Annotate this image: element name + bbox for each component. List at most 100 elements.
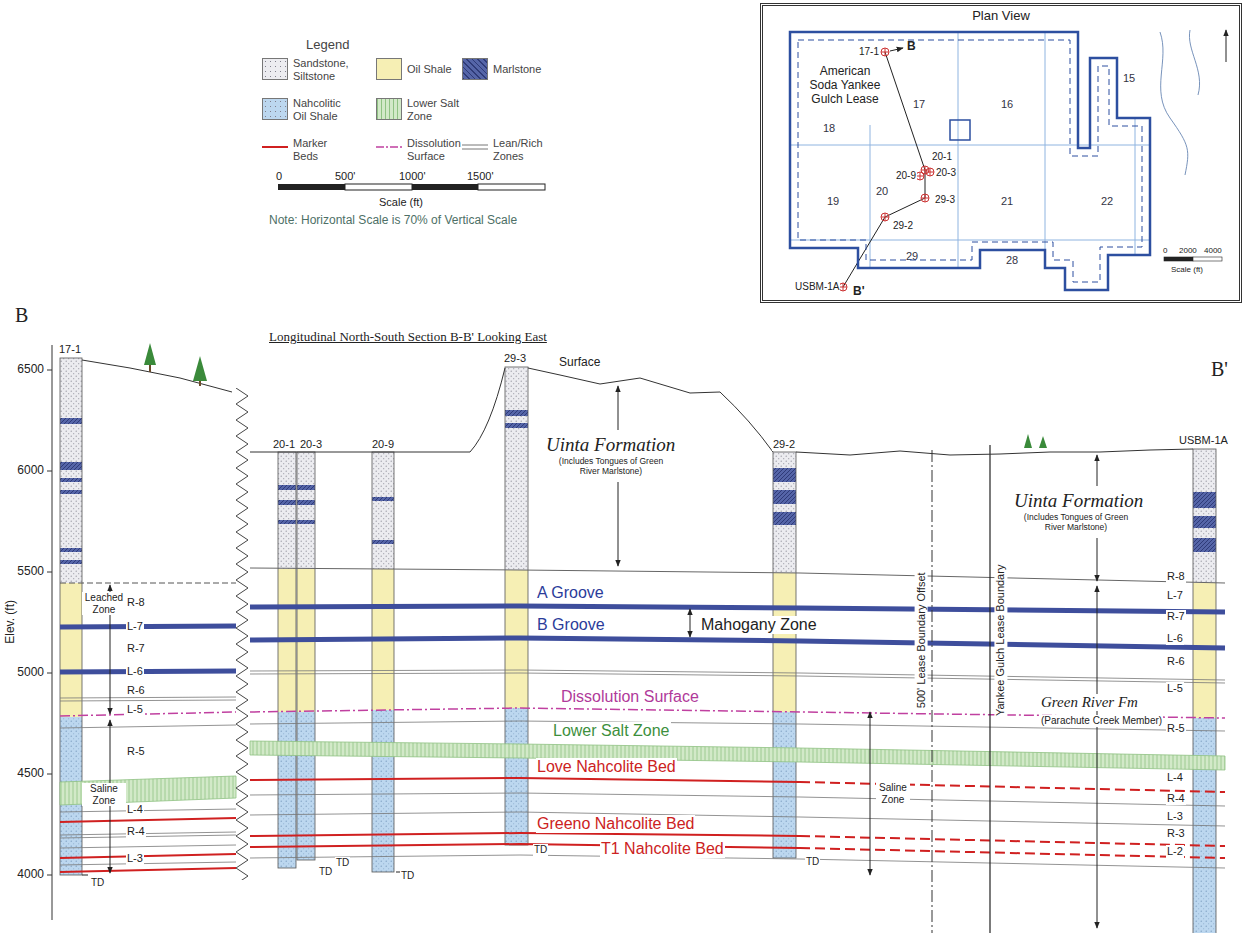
well-columns-part (773, 512, 796, 525)
label-text: Green River Fm (1040, 694, 1139, 711)
label-text: 18 (822, 122, 836, 135)
horizons-right (250, 568, 1225, 868)
plan-map-part-part (870, 125, 871, 268)
label-text: Dissolution Surface (560, 688, 700, 706)
label-text: R-5 (126, 745, 146, 758)
label-text: R-4 (126, 825, 146, 838)
horizons-right-part (250, 741, 1225, 770)
well-columns-part (773, 490, 796, 504)
ground-surface-part (82, 360, 232, 392)
label-text: Elev. (ft) (4, 599, 18, 645)
label-text: TD (805, 856, 820, 868)
lease-name: American Soda Yankee Gulch Lease (803, 65, 887, 106)
panel-heading: Plan View (971, 9, 1031, 24)
horizons-left-part (60, 809, 236, 812)
label-text: L-4 (126, 803, 144, 816)
label-text: R-5 (1166, 722, 1186, 735)
label-text: 1500' (466, 170, 495, 183)
well-columns-part (278, 712, 296, 868)
label-text: 17-1 (58, 343, 82, 356)
plan-view-panel: Plan ViewAmerican Soda Yankee Gulch Leas… (760, 3, 1242, 303)
legend-text: Dissolution Surface (406, 137, 473, 162)
label-text: L-2 (1166, 845, 1184, 858)
label-text: Love Nahcolite Bed (536, 758, 677, 776)
legend-line-sample (462, 140, 488, 154)
label-text: Scale (ft) (378, 196, 424, 209)
section-title: Longitudinal North-South Section B-B' Lo… (268, 330, 548, 345)
range-arrows (82, 386, 1097, 928)
plan-map-part-part (881, 48, 889, 56)
well-columns-part (278, 452, 296, 569)
legend-line-sample-part (262, 146, 288, 148)
ground-surface-part (250, 368, 1193, 455)
well-columns-part (60, 583, 82, 717)
label-text: TD (533, 844, 548, 856)
elevation-axis-part (52, 345, 53, 920)
well-columns-part (1193, 516, 1216, 528)
plan-map-part-part (881, 48, 889, 56)
legend-text: Marker Beds (292, 137, 339, 162)
label-text: 28 (1005, 254, 1019, 267)
label-text: L-6 (126, 665, 144, 678)
elevation-axis-part (47, 875, 52, 876)
label-text: 4500 (16, 767, 45, 781)
label-text: 20-3 (935, 167, 957, 179)
well-columns-part (505, 423, 528, 428)
trees-part (1024, 434, 1032, 448)
well-columns-part (1193, 449, 1216, 583)
label-text: 17-1 (858, 46, 880, 58)
horizons-right-part (250, 793, 1225, 806)
trees (144, 343, 1047, 448)
range-arrows-part (690, 609, 691, 637)
well-columns-part (60, 418, 82, 424)
label-text: 20-3 (299, 438, 323, 451)
well-columns-part (297, 712, 315, 860)
plan-map-part-part (790, 145, 1150, 146)
plan-map-part (790, 32, 1150, 268)
well-columns-part (773, 452, 796, 573)
horizons-right-part (800, 848, 1225, 858)
label-text: B (14, 304, 29, 327)
well-columns-part (372, 710, 394, 872)
label-text: 6500 (16, 363, 45, 377)
legend-scale-bar-part (345, 184, 412, 190)
label-text: R-6 (1166, 655, 1186, 668)
horizons-left-part (60, 845, 236, 848)
well-columns-part (372, 540, 394, 544)
label-text: USBM-1A (1178, 434, 1229, 447)
elevation-axis-part (47, 774, 52, 775)
label-text: Scale (ft) (1170, 265, 1204, 274)
horizons-right-part (250, 638, 1225, 648)
well-columns-part (60, 548, 82, 552)
label-text: L-5 (126, 703, 144, 716)
horizons-left-part (60, 712, 236, 716)
lease-boundaries-part (932, 450, 933, 933)
label-text: 6000 (16, 464, 45, 478)
lease-shape-part (790, 32, 1150, 290)
well-columns-part (297, 500, 315, 505)
plan-map-part-part (916, 172, 924, 180)
label-text: Lower Salt Zone (552, 722, 671, 740)
legend-scale-bar-part (412, 184, 478, 190)
horizons-left-part (60, 700, 236, 701)
label-text: R-4 (1166, 792, 1186, 805)
lease-shape-part (798, 40, 1142, 282)
label-text: 17 (912, 98, 926, 111)
label-text: 500' Lease Boundary Offset (915, 571, 928, 709)
well-columns-part (297, 452, 315, 569)
lease-boundaries-part (989, 445, 990, 933)
trees-part (199, 381, 201, 386)
well-columns-part (1193, 449, 1216, 933)
label-text: R-7 (126, 642, 146, 655)
label-text: TD (335, 857, 350, 869)
plan-map-part-part (921, 194, 929, 202)
legend-text: Sandstone, Siltstone (292, 57, 354, 82)
label-text: L-3 (1166, 810, 1184, 823)
label-text: Note: Horizontal Scale is 70% of Vertica… (268, 214, 518, 228)
well-columns-part (505, 410, 528, 416)
label-text: Yankee Gulch Lease Boundary (995, 563, 1008, 716)
well-columns-part (773, 468, 796, 482)
horizons-right-part (800, 836, 1225, 846)
well-columns-part (1193, 492, 1216, 508)
label-text: 20-9 (371, 438, 395, 451)
